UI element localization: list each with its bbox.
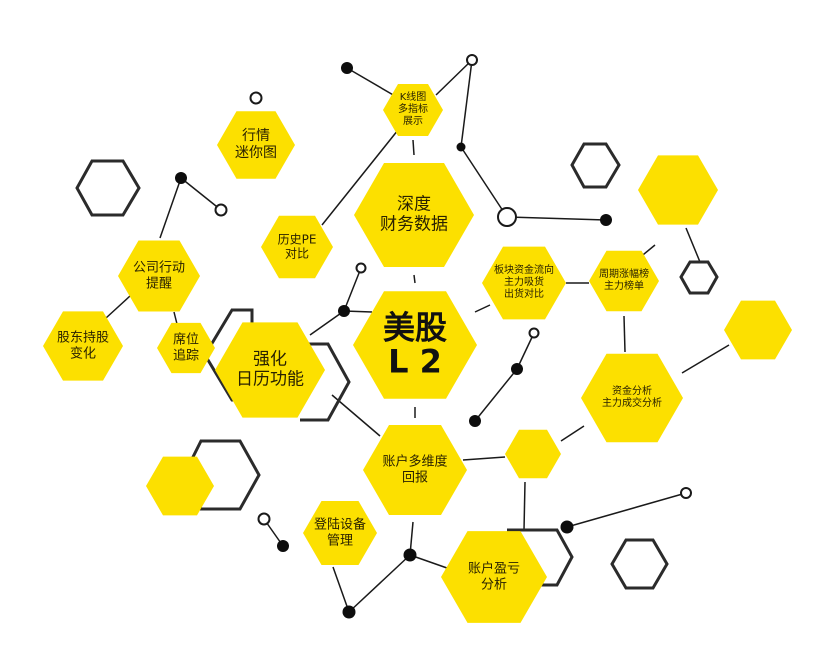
outline-hexagon-partial: [507, 528, 574, 587]
hexagon-node-seat-track: [157, 322, 215, 374]
hexagon-node-sector-flow: [482, 246, 566, 320]
outline-hexagon: [75, 159, 141, 217]
hexagon-nodes: [43, 84, 792, 623]
hexagon-node-calendar: [215, 322, 325, 418]
hexagon-node-market-mini: [217, 111, 295, 179]
outline-hexagons: [75, 142, 719, 590]
hexagon-node-blank-right-top: [638, 155, 718, 225]
outline-hexagon: [679, 260, 719, 295]
hexagon-node-period-rank: [589, 250, 659, 312]
hexagon-node-deep-financial: [354, 163, 474, 267]
hexagon-node-device-mgmt: [303, 501, 377, 565]
hexagon-node-corp-action: [118, 240, 200, 312]
hexagon-node-fund-analysis: [581, 353, 683, 443]
hexagon-node-center: [353, 291, 477, 399]
hexagon-node-hist-pe: [261, 215, 333, 279]
hexagon-node-account-return: [363, 425, 467, 515]
outline-hexagon: [610, 538, 669, 590]
hexagon-node-kline: [383, 84, 443, 136]
hexagon-node-pnl: [441, 531, 547, 623]
connector-dots: [175, 54, 692, 619]
outline-hexagon: [570, 142, 621, 189]
hexagon-node-shareholder: [43, 311, 123, 381]
outline-hexagon-partial: [300, 342, 351, 422]
hexagon-node-blank-right: [724, 300, 792, 360]
hexagon-node-blank-mid: [505, 429, 561, 479]
hexagon-node-blank-left-bottom: [146, 456, 214, 516]
